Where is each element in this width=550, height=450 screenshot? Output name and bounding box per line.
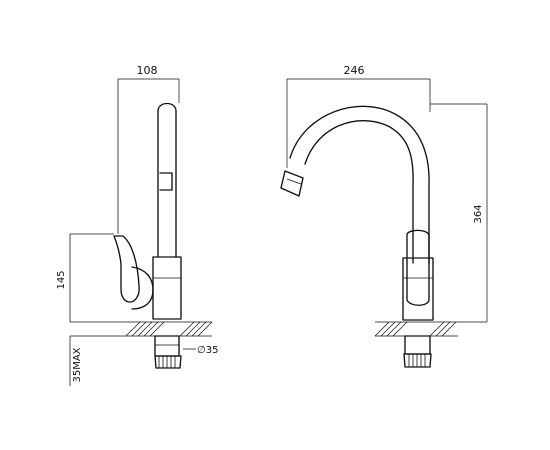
front-nut — [403, 353, 432, 368]
side-diameter-label: ∅35 — [197, 345, 218, 356]
front-spray-head — [280, 170, 304, 197]
side-handle-outline — [113, 235, 140, 303]
side-height-label: 145 — [56, 270, 67, 289]
side-body — [152, 256, 182, 320]
side-countertop-hatching — [125, 321, 213, 337]
front-spout-outer — [289, 105, 430, 264]
front-view: 246 364 — [280, 64, 488, 368]
front-width-label: 246 — [344, 64, 365, 77]
side-shank-upper — [154, 335, 180, 357]
side-nut-ridges — [158, 356, 176, 368]
front-spray-head-band — [286, 178, 302, 185]
side-max-label: 35MAX — [72, 347, 83, 382]
side-handle-hub — [131, 266, 154, 310]
front-body — [402, 257, 434, 321]
side-spout-band — [159, 172, 173, 191]
front-height-label: 364 — [473, 204, 484, 223]
front-countertop-hatching — [374, 321, 457, 337]
side-width-label: 108 — [137, 64, 158, 77]
front-nut-ridges — [408, 354, 426, 367]
front-spout-inner — [304, 120, 414, 264]
side-view: 108 145 35MAX ∅35 — [56, 64, 218, 386]
front-shank-upper — [404, 335, 431, 355]
front-handle-outline — [406, 229, 430, 306]
side-nut — [154, 355, 182, 369]
side-spout-outline — [157, 102, 177, 258]
